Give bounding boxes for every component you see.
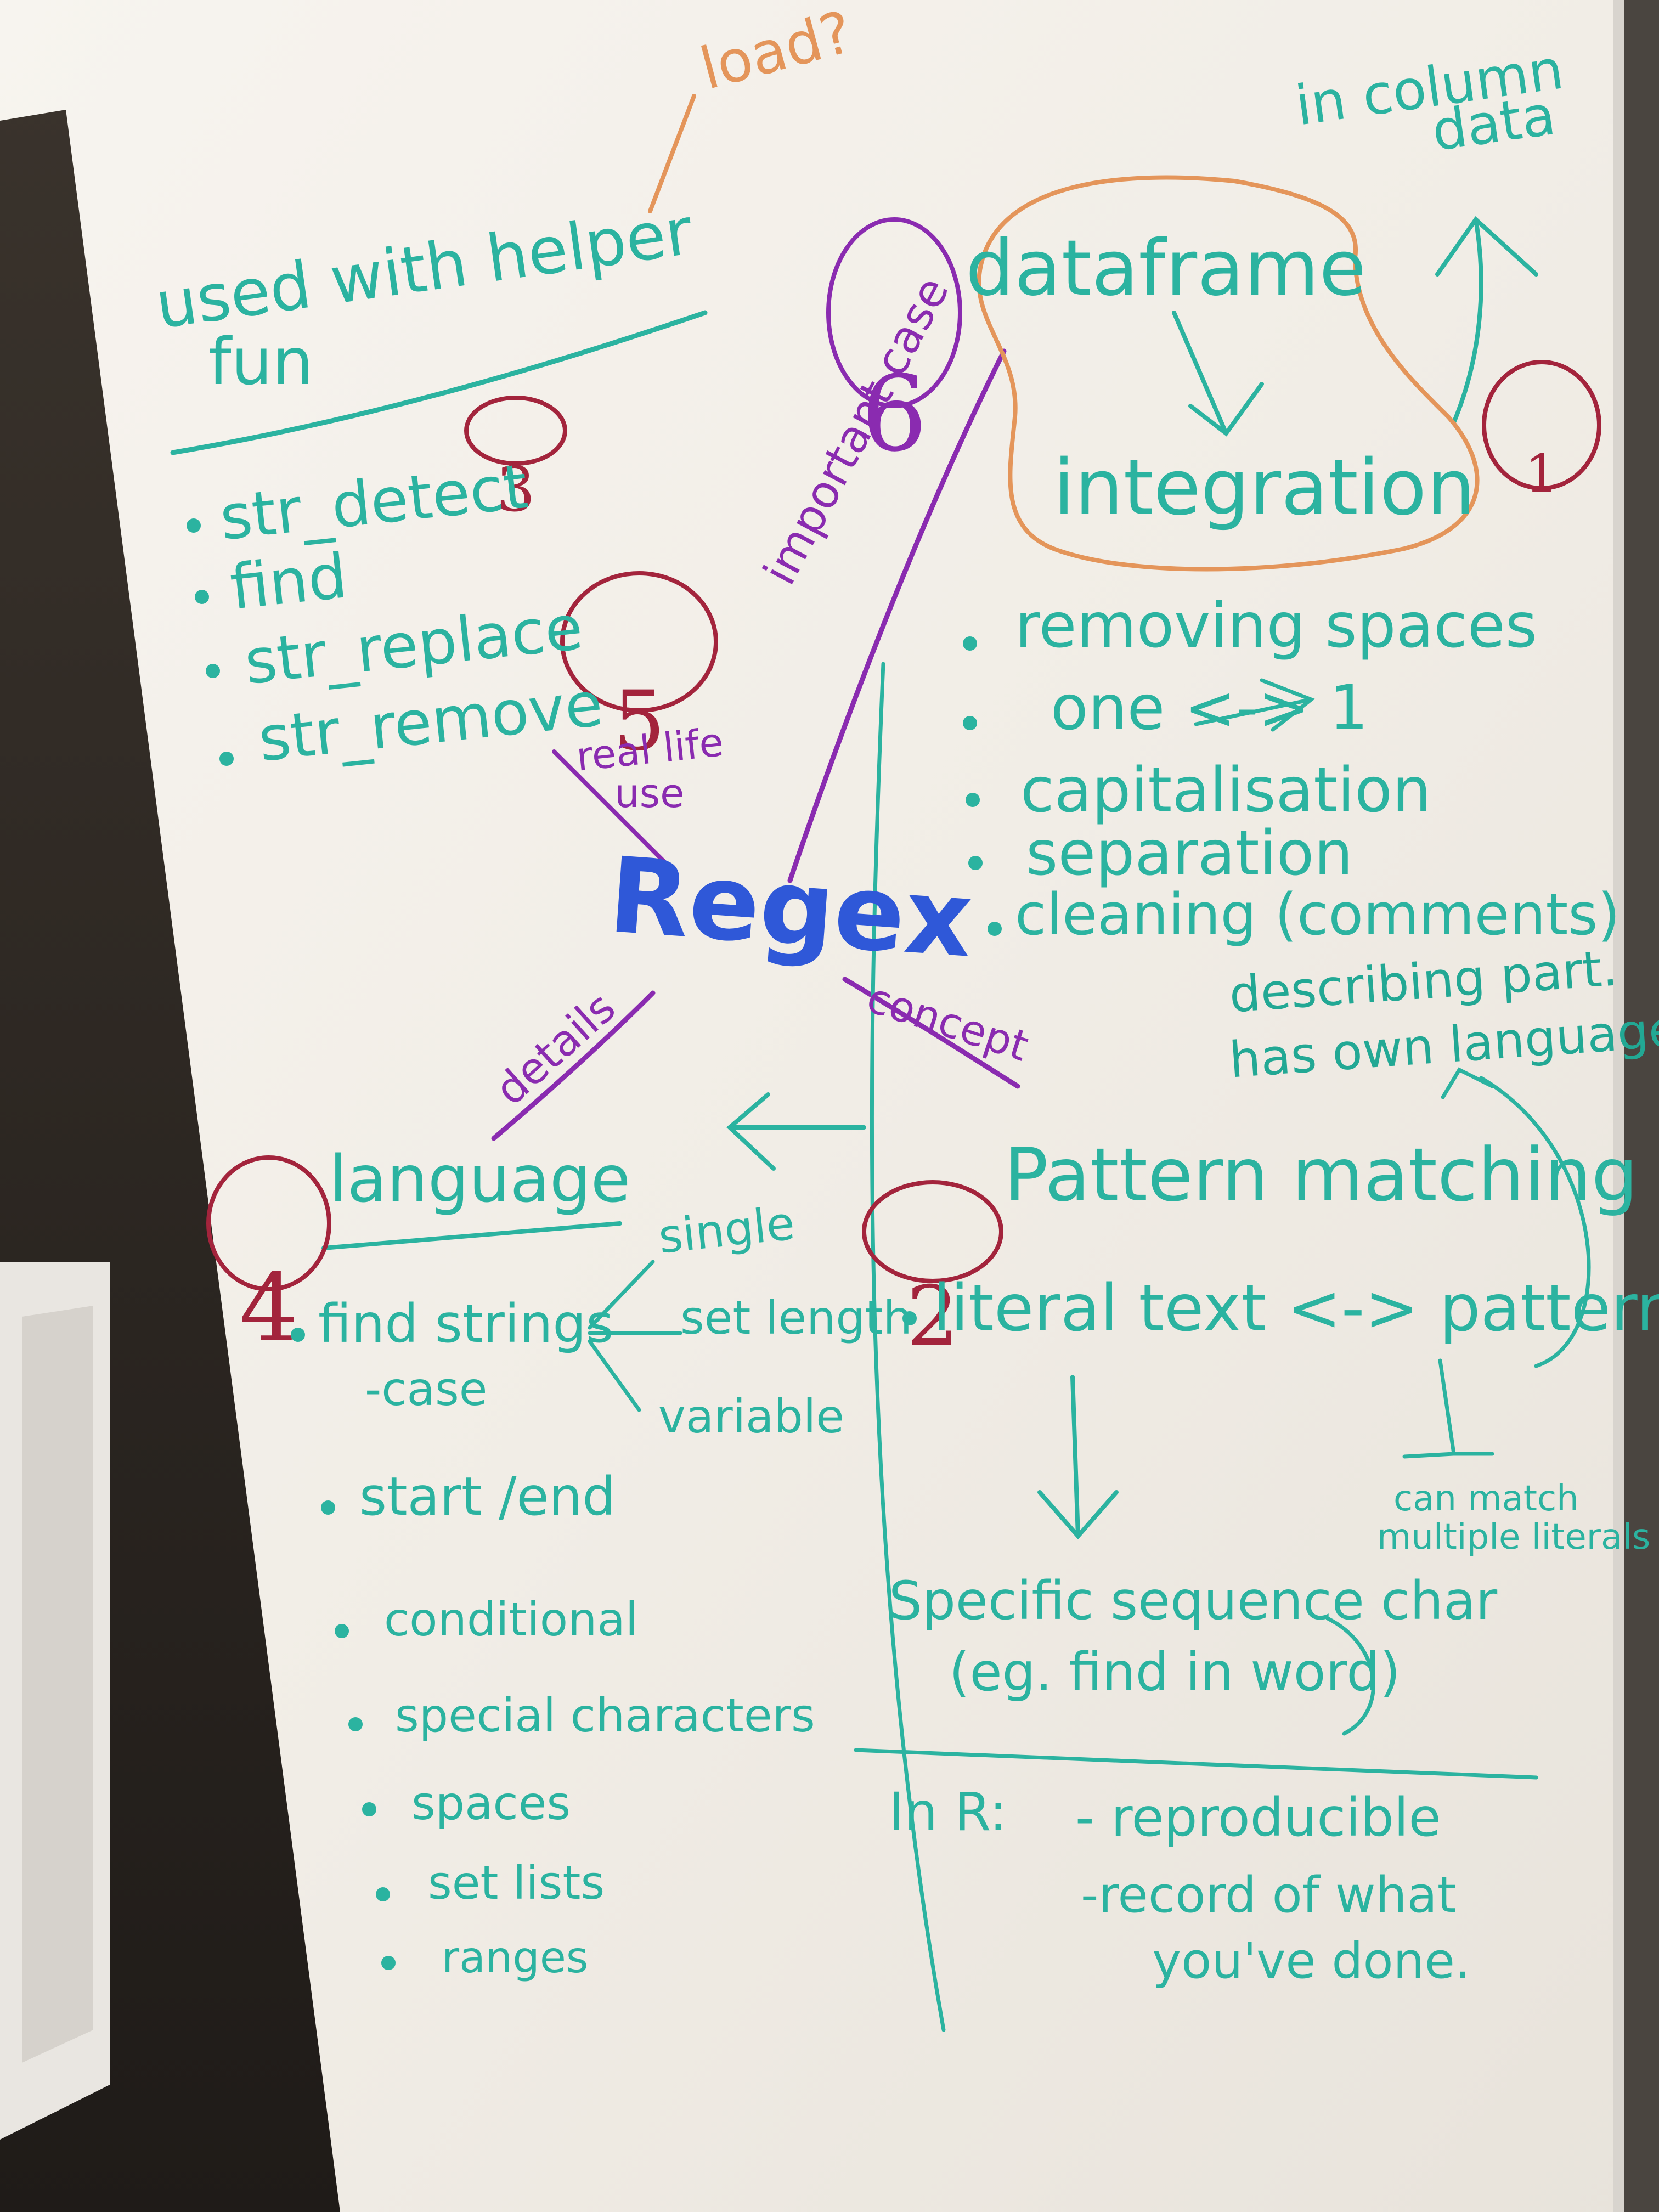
language-item-4: special characters	[395, 1689, 815, 1742]
specific-sequence-example: (eg. find in word)	[949, 1641, 1401, 1703]
find-strings-branches	[588, 1260, 682, 1412]
in-r-item-2: -record of what	[1081, 1866, 1457, 1924]
language-heading: language	[329, 1141, 631, 1217]
branch-details	[491, 990, 656, 1141]
column-data-note-2: data	[1427, 82, 1560, 164]
down-arrow-integration	[1172, 311, 1264, 437]
integration-item-1: removing spaces	[1015, 590, 1538, 662]
integration-item-2: one <-> 1	[1051, 673, 1368, 744]
circle-1	[1482, 360, 1601, 490]
step-number-5: 5	[613, 674, 665, 769]
integration-label: integration	[1053, 443, 1476, 533]
language-item-3: conditional	[384, 1593, 639, 1646]
tag-number-1: 1	[1525, 443, 1559, 505]
circle-4	[206, 1155, 331, 1291]
specific-sequence-label: Specific sequence char	[889, 1570, 1498, 1632]
underline-helper	[170, 310, 708, 455]
find-branch-variable: variable	[658, 1390, 844, 1443]
down-arrow-multiple	[1402, 1358, 1494, 1459]
circle-6	[826, 217, 962, 408]
pattern-note: can match	[1393, 1479, 1579, 1519]
helper-item-2: find	[227, 540, 351, 624]
pattern-note-2: multiple literals	[1377, 1517, 1651, 1558]
vertical-divider	[870, 662, 946, 2032]
pattern-item: literal text <-> pattern	[933, 1270, 1659, 1346]
language-item-find-strings: find strings	[318, 1293, 614, 1355]
step-number-6: 6	[861, 353, 928, 475]
real-life-label-use: use	[614, 770, 685, 816]
center-topic: Regex	[605, 834, 977, 981]
pattern-matching-heading: Pattern matching	[1004, 1132, 1638, 1218]
integration-item-4: separation	[1026, 818, 1353, 889]
integration-item-3: capitalisation	[1020, 755, 1431, 826]
language-item-5: spaces	[411, 1776, 571, 1830]
circle-3	[464, 396, 567, 466]
find-branch-single: single	[656, 1196, 798, 1264]
loop-arrow-describing	[1441, 1067, 1591, 1368]
in-r-label: In R:	[889, 1781, 1007, 1843]
branch-important-case	[787, 348, 1007, 883]
integration-item-5: cleaning (comments)	[1015, 881, 1621, 948]
dataframe-label: dataframe	[966, 224, 1367, 313]
horizontal-divider	[854, 1748, 1538, 1780]
language-item-6: set lists	[428, 1856, 605, 1910]
step-number-3: 3	[496, 454, 535, 526]
one-arrow	[1194, 678, 1315, 732]
language-item-case: -case	[365, 1362, 488, 1416]
language-item-2: start /end	[359, 1466, 616, 1527]
in-r-item-1: - reproducible	[1075, 1787, 1441, 1848]
find-branch-set-length: set length	[680, 1291, 912, 1345]
language-underline	[321, 1221, 622, 1250]
circle-5	[560, 571, 718, 713]
up-arrow-column-data	[1435, 216, 1538, 425]
step-number-4: 4	[239, 1254, 299, 1363]
helper-heading-fun: fun	[208, 324, 314, 399]
down-arrow-specific	[1037, 1375, 1119, 1540]
in-r-item-3: you've done.	[1152, 1932, 1471, 1990]
orange-highlight-blob	[977, 175, 1480, 572]
branch-real-life	[552, 749, 672, 869]
load-connector	[648, 94, 696, 213]
door-frame-inner	[22, 1306, 93, 2063]
left-arrow	[726, 1092, 866, 1171]
branch-concept	[842, 977, 1020, 1089]
language-item-7: ranges	[442, 1933, 589, 1983]
board-frame-right	[1624, 0, 1659, 2212]
circle-2	[862, 1180, 1003, 1283]
